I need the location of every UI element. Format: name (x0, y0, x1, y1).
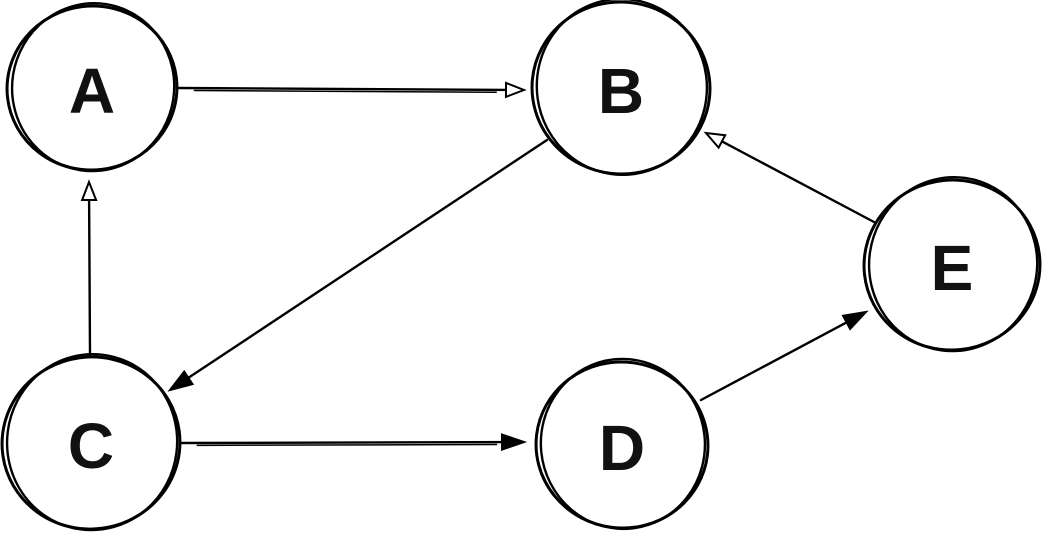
edge-C-D (178, 433, 528, 451)
arrowhead-open (504, 81, 527, 99)
node-label-D: D (599, 412, 645, 484)
node-label-B: B (598, 55, 644, 127)
edge-line (708, 133, 876, 224)
arrowhead-open (80, 179, 98, 202)
arrowhead-filled (841, 310, 869, 331)
node-label-C: C (68, 410, 114, 482)
edge-line (172, 138, 549, 389)
edge-line-overdraw (193, 89, 497, 93)
node-A: A (5, 2, 179, 173)
edge-line (175, 86, 522, 92)
arrowhead-filled (500, 433, 528, 451)
node-circle-overdraw (535, 0, 709, 177)
edge-C-A (80, 179, 98, 356)
node-label-A: A (69, 55, 115, 127)
node-B: B (530, 0, 712, 177)
edge-A-B (175, 81, 527, 99)
node-circle-overdraw (5, 352, 179, 532)
edge-B-C (167, 138, 549, 392)
node-E: E (862, 176, 1042, 353)
node-circle-overdraw (539, 357, 707, 531)
node-circle-overdraw (867, 176, 1039, 353)
edge-E-B (703, 131, 876, 224)
edge-line-overdraw (196, 443, 498, 447)
edge-D-E (699, 310, 869, 402)
node-C: C (0, 352, 182, 532)
arrowhead-open (703, 131, 727, 150)
node-label-E: E (931, 232, 974, 304)
node-D: D (534, 357, 710, 531)
arrowhead-filled (167, 369, 195, 392)
edge-line (699, 312, 864, 402)
edge-line (178, 440, 522, 445)
edge-line (87, 184, 92, 356)
node-circle-overdraw (10, 2, 176, 173)
